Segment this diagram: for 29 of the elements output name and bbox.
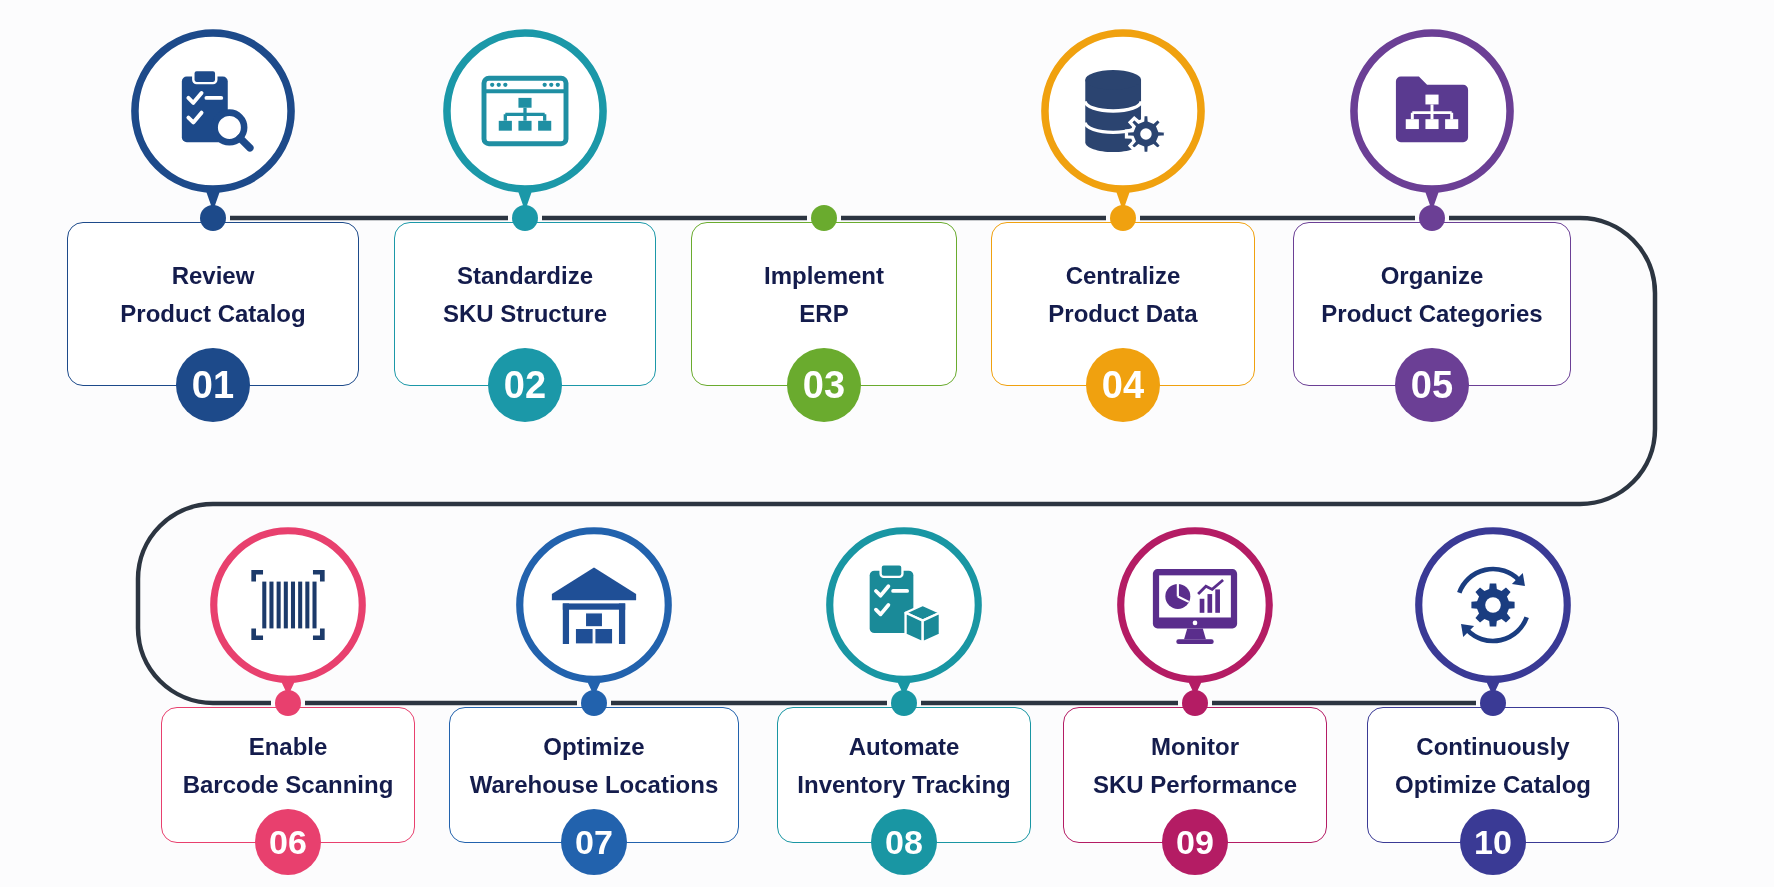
step-title: Organize Product Categories (1321, 261, 1543, 329)
step-title: Monitor SKU Performance (1092, 732, 1298, 800)
connector-line (1212, 700, 1476, 706)
step-number: 07 (561, 809, 627, 875)
step-title: Centralize Product Data (1048, 261, 1198, 329)
step-number: 01 (176, 348, 250, 422)
step-number: 05 (1395, 348, 1469, 422)
step-number: 04 (1086, 348, 1160, 422)
step-number: 08 (871, 809, 937, 875)
step-number: 03 (787, 348, 861, 422)
step-title: Enable Barcode Scanning (182, 732, 394, 800)
step-title: Review Product Catalog (120, 261, 306, 329)
connector-line (611, 700, 887, 706)
step-number: 06 (255, 809, 321, 875)
step-number: 02 (488, 348, 562, 422)
connector-line (841, 215, 1106, 221)
connector-line (1140, 215, 1415, 221)
connector-line (305, 700, 577, 706)
step-number: 09 (1162, 809, 1228, 875)
connector-line (135, 215, 1658, 706)
connector-line (921, 700, 1178, 706)
connector-line (230, 215, 508, 221)
step-title: Continuously Optimize Catalog (1395, 732, 1591, 800)
step-title: Standardize SKU Structure (443, 261, 607, 329)
connector-line (542, 215, 807, 221)
step-title: Automate Inventory Tracking (797, 732, 1011, 800)
step-number: 10 (1460, 809, 1526, 875)
step-title: Optimize Warehouse Locations (469, 732, 719, 800)
step-title: Implement ERP (764, 261, 884, 329)
